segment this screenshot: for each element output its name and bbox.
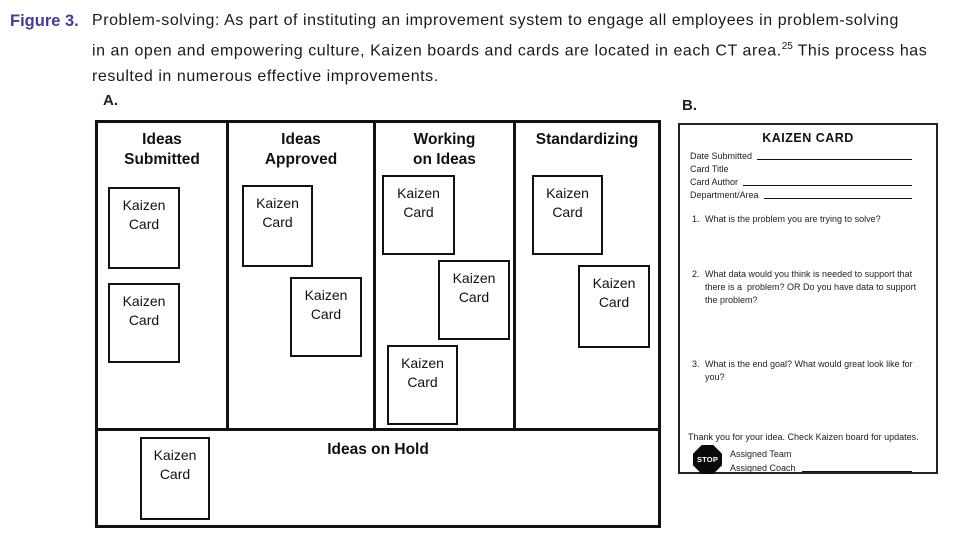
question-text: What is the problem you are trying to so… xyxy=(705,214,881,224)
panel-a-label: A. xyxy=(103,92,118,109)
question-1: 1. What is the problem you are trying to… xyxy=(692,213,881,226)
question-2: 2. What data would you think is needed t… xyxy=(692,268,916,307)
hold-row-header: Ideas on Hold xyxy=(327,441,429,458)
kaizen-card: Kaizen Card xyxy=(438,260,510,340)
assigned-coach-row: Assigned Coach xyxy=(730,459,926,473)
kaizen-card: Kaizen Card xyxy=(290,277,362,357)
caption-text: Problem-solving: As part of instituting … xyxy=(92,8,927,90)
question-text: What data would you think is needed to s… xyxy=(705,269,917,305)
kaizen-card: Kaizen Card xyxy=(578,265,650,348)
field-department-area: Department/Area xyxy=(690,187,926,200)
field-label: Department/Area xyxy=(690,190,759,200)
assigned-coach-label: Assigned Coach xyxy=(730,463,796,473)
field-label: Card Title xyxy=(690,164,729,174)
column-divider xyxy=(373,123,376,428)
column-header-standardizing: Standardizing xyxy=(535,131,639,148)
column-header-ideas-approved: Ideas Approved xyxy=(264,131,338,168)
caption-part2: This process has resulted in numerous ef… xyxy=(92,42,928,86)
kaizen-card: Kaizen Card xyxy=(108,283,180,363)
thanks-note: Thank you for your idea. Check Kaizen bo… xyxy=(688,432,919,442)
kaizen-card: Kaizen Card xyxy=(242,185,313,267)
column-divider xyxy=(226,123,229,428)
column-header-working-on-ideas: Working on Ideas xyxy=(413,131,476,168)
field-label: Card Author xyxy=(690,177,739,187)
assigned-team-row: Assigned Team xyxy=(730,445,926,459)
kaizen-card: Kaizen Card xyxy=(140,437,210,520)
kaizen-card-form: KAIZEN CARD Date Submitted Card Title Ca… xyxy=(678,123,938,474)
form-fields: Date Submitted Card Title Card Author De… xyxy=(690,148,926,200)
figure-number: Figure 3. xyxy=(10,12,79,30)
field-blank-line[interactable] xyxy=(743,185,912,186)
field-card-title: Card Title xyxy=(690,161,926,174)
hold-row-divider xyxy=(98,428,658,431)
question-number: 3. xyxy=(692,359,700,369)
field-blank-line[interactable] xyxy=(757,159,912,160)
assigned-team-label: Assigned Team xyxy=(730,449,792,459)
field-card-author: Card Author xyxy=(690,174,926,187)
kaizen-board-diagram: Ideas Submitted Ideas Approved Working o… xyxy=(95,120,661,528)
assigned-block: Assigned Team Assigned Coach xyxy=(730,445,926,473)
figure-caption: Figure 3. Problem-solving: As part of in… xyxy=(10,8,950,90)
question-number: 1. xyxy=(692,214,700,224)
field-label: Date Submitted xyxy=(690,151,753,161)
field-blank-line[interactable] xyxy=(763,198,912,199)
kaizen-card-form-title: KAIZEN CARD xyxy=(762,131,854,145)
column-divider xyxy=(513,123,516,428)
field-date-submitted: Date Submitted xyxy=(690,148,926,161)
assigned-coach-blank-line[interactable] xyxy=(801,471,912,472)
question-number: 2. xyxy=(692,269,700,279)
kaizen-card: Kaizen Card xyxy=(532,175,603,255)
question-text: What is the end goal? What would great l… xyxy=(705,359,913,382)
caption-footnote-ref: 25 xyxy=(781,41,793,52)
kaizen-card: Kaizen Card xyxy=(382,175,455,255)
kaizen-card: Kaizen Card xyxy=(387,345,458,425)
caption-part1: Problem-solving: As part of instituting … xyxy=(92,12,899,60)
stop-sign-icon: STOP xyxy=(693,445,722,474)
column-header-ideas-submitted: Ideas Submitted xyxy=(124,131,200,168)
panel-b-label: B. xyxy=(682,97,697,114)
kaizen-card: Kaizen Card xyxy=(108,187,180,269)
question-3: 3. What is the end goal? What would grea… xyxy=(692,358,913,384)
